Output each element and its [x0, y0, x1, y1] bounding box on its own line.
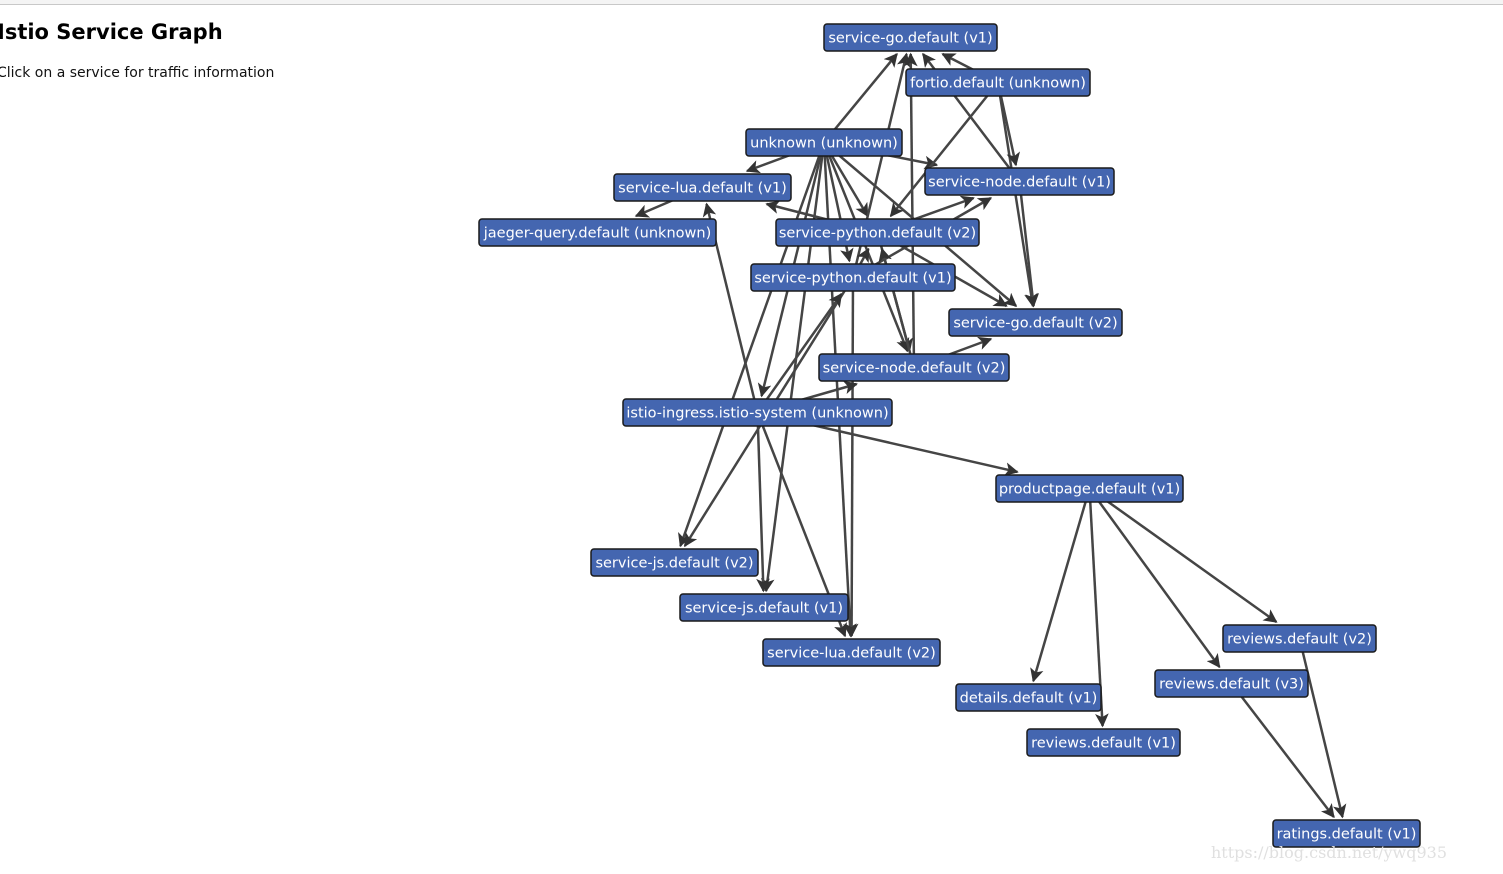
edge-unknown-unknown-to-service-js-default-v1 [760, 142, 826, 593]
service-node-box[interactable] [478, 218, 717, 247]
service-node-label[interactable]: reviews.default (v3) [1159, 677, 1304, 693]
edge-istio-ingress-istio-system-unknown-to-service-python-default-v1 [756, 292, 843, 414]
edge-reviews-default-v2-to-ratings-default-v1 [1298, 638, 1347, 819]
service-node-box[interactable] [762, 638, 941, 667]
service-node-box[interactable] [1222, 624, 1377, 653]
service-node-label[interactable]: reviews.default (v2) [1227, 632, 1372, 648]
edge-service-python-default-v1-to-service-lua-default-v2 [844, 277, 859, 638]
service-node-productpage-default-v1[interactable]: productpage.default (v1) [995, 474, 1184, 503]
service-node-istio-ingress-istio-system-unknown[interactable]: istio-ingress.istio-system (unknown) [622, 398, 893, 427]
service-node-label[interactable]: service-lua.default (v2) [767, 646, 936, 662]
service-node-service-lua-default-v1[interactable]: service-lua.default (v1) [613, 173, 792, 202]
edge-service-node-default-v1-to-service-go-default-v2 [1018, 181, 1040, 308]
service-node-box[interactable] [590, 548, 759, 577]
watermark: https://blog.csdn.net/ywq935 [1211, 843, 1448, 862]
service-node-service-lua-default-v2[interactable]: service-lua.default (v2) [762, 638, 941, 667]
service-node-service-js-default-v1[interactable]: service-js.default (v1) [679, 593, 849, 622]
service-node-box[interactable] [613, 173, 792, 202]
service-node-box[interactable] [1272, 819, 1421, 848]
service-node-label[interactable]: productpage.default (v1) [999, 482, 1180, 498]
service-node-label[interactable]: unknown (unknown) [750, 136, 898, 152]
service-node-label[interactable]: service-python.default (v1) [754, 271, 951, 287]
service-node-label[interactable]: service-go.default (v2) [953, 316, 1117, 332]
service-node-label[interactable]: service-js.default (v1) [685, 601, 843, 617]
service-node-box[interactable] [745, 128, 903, 157]
edges-layer [634, 52, 1347, 819]
service-node-label[interactable]: jaeger-query.default (unknown) [483, 226, 711, 242]
edge-productpage-default-v1-to-details-default-v1 [1030, 488, 1091, 683]
service-node-reviews-default-v3[interactable]: reviews.default (v3) [1154, 669, 1309, 698]
service-node-service-node-default-v2[interactable]: service-node.default (v2) [818, 353, 1010, 382]
service-node-label[interactable]: service-lua.default (v1) [618, 181, 787, 197]
service-node-label[interactable]: service-node.default (v1) [928, 175, 1111, 191]
service-node-service-js-default-v2[interactable]: service-js.default (v2) [590, 548, 759, 577]
service-node-label[interactable]: service-python.default (v2) [779, 226, 976, 242]
service-node-label[interactable]: details.default (v1) [960, 691, 1098, 707]
service-node-box[interactable] [1154, 669, 1309, 698]
nodes-layer: service-go.default (v1) fortio.default (u… [478, 23, 1421, 848]
service-node-fortio-default-unknown[interactable]: fortio.default (unknown) [905, 68, 1091, 97]
service-node-service-node-default-v1[interactable]: service-node.default (v1) [924, 167, 1115, 196]
service-node-box[interactable] [905, 68, 1091, 97]
edge-reviews-default-v3-to-ratings-default-v1 [1230, 682, 1335, 819]
edge-service-node-default-v2-to-service-go-default-v1 [903, 52, 918, 368]
service-node-unknown-unknown[interactable]: unknown (unknown) [745, 128, 903, 157]
service-node-service-python-default-v2[interactable]: service-python.default (v2) [775, 218, 980, 247]
service-node-box[interactable] [622, 398, 893, 427]
edge-productpage-default-v1-to-reviews-default-v3 [1088, 487, 1221, 669]
service-node-label[interactable]: ratings.default (v1) [1277, 827, 1417, 843]
service-node-ratings-default-v1[interactable]: ratings.default (v1) [1272, 819, 1421, 848]
service-node-box[interactable] [679, 593, 849, 622]
service-node-box[interactable] [750, 263, 956, 292]
service-node-label[interactable]: service-go.default (v1) [828, 31, 992, 47]
service-node-box[interactable] [995, 474, 1184, 503]
service-node-reviews-default-v1[interactable]: reviews.default (v1) [1026, 728, 1181, 757]
service-node-box[interactable] [924, 167, 1115, 196]
service-node-box[interactable] [823, 23, 998, 52]
edge-istio-ingress-istio-system-unknown-to-service-js-default-v1 [756, 412, 770, 593]
service-node-service-go-default-v2[interactable]: service-go.default (v2) [948, 308, 1123, 337]
service-node-reviews-default-v2[interactable]: reviews.default (v2) [1222, 624, 1377, 653]
service-node-service-go-default-v1[interactable]: service-go.default (v1) [823, 23, 998, 52]
service-node-label[interactable]: reviews.default (v1) [1031, 736, 1176, 752]
service-node-details-default-v1[interactable]: details.default (v1) [955, 683, 1102, 712]
edge-unknown-unknown-to-service-js-default-v2 [678, 142, 826, 548]
edge-unknown-unknown-to-service-go-default-v1 [823, 52, 898, 144]
service-node-box[interactable] [948, 308, 1123, 337]
service-node-service-python-default-v1[interactable]: service-python.default (v1) [750, 263, 956, 292]
service-node-box[interactable] [955, 683, 1102, 712]
service-node-jaeger-query-default-unknown[interactable]: jaeger-query.default (unknown) [478, 218, 717, 247]
browser-top-border [0, 0, 1503, 5]
edge-productpage-default-v1-to-reviews-default-v2 [1088, 487, 1278, 624]
service-node-box[interactable] [818, 353, 1010, 382]
edge-fortio-default-unknown-to-service-python-default-v2 [889, 81, 999, 218]
service-node-box[interactable] [775, 218, 980, 247]
service-node-label[interactable]: service-js.default (v2) [595, 556, 753, 572]
service-node-label[interactable]: istio-ingress.istio-system (unknown) [626, 406, 888, 422]
page-title: Istio Service Graph [0, 20, 223, 44]
service-node-box[interactable] [1026, 728, 1181, 757]
service-node-label[interactable]: fortio.default (unknown) [910, 76, 1086, 92]
service-node-label[interactable]: service-node.default (v2) [823, 361, 1006, 377]
page-subtitle: Click on a service for traffic informati… [0, 65, 275, 81]
